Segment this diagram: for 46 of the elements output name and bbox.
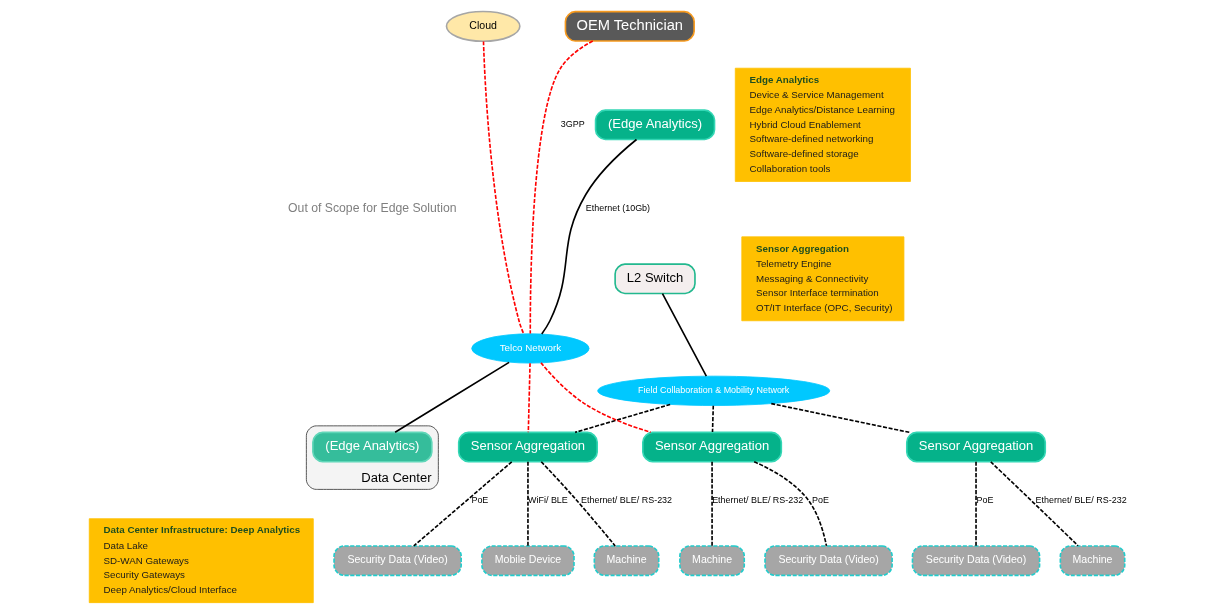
connector (393, 361, 510, 434)
connector (711, 404, 714, 433)
node-box: Security Data (Video) (911, 545, 1040, 577)
node-box: Sensor Aggregation Telemetry Engine Messaging & Connectivity Sensor Interface termination OT/IT Interface (OPC, Security) (740, 236, 904, 322)
node-box: Machine (678, 545, 745, 577)
node-box: (Edge Analytics) (594, 109, 715, 141)
connector (573, 403, 671, 434)
node-box: Mobile Device (480, 545, 575, 577)
node-box: Sensor Aggregation (641, 431, 782, 463)
edge-label: Ethernet/ BLE/ RS-232 (1035, 495, 1127, 506)
node-box: Security Data (Video) (332, 545, 462, 577)
connector (974, 461, 977, 547)
node-box: Edge Analytics Device & Service Management Edge Analytics/Distance Learning Hybrid Cloud Enablement Software-defined networking Software-defined storage Collaboration tools (734, 67, 911, 182)
node-box: Machine (1059, 545, 1125, 577)
connector (539, 362, 651, 434)
connector (539, 460, 616, 547)
connector (989, 461, 1079, 547)
connector (661, 292, 707, 377)
connector (710, 461, 713, 547)
edge-label: 3GPP (560, 119, 585, 130)
connector (482, 40, 524, 335)
node-ellipse: Cloud (445, 10, 521, 43)
node-box: L2 Switch (613, 263, 696, 295)
node-ellipse: Telco Network (470, 333, 589, 364)
node-box: (Edge Analytics) (311, 431, 433, 463)
edge-label: PoE (470, 495, 488, 506)
connector (412, 461, 513, 547)
node-box: Sensor Aggregation (905, 431, 1046, 463)
edge-label: Ethernet/ BLE/ RS-232 (580, 495, 672, 506)
node-box: Machine (593, 545, 660, 577)
edge-label: Ethernet (10Gb) (585, 203, 650, 214)
node-box: OEM Technician (564, 10, 695, 42)
connector (529, 40, 594, 335)
node-box: Sensor Aggregation (457, 431, 598, 463)
connector (769, 402, 910, 434)
node-box: Security Data (Video) (763, 545, 893, 577)
edge-label: Ethernet/ BLE/ RS-232 (711, 495, 803, 506)
connector (526, 461, 529, 547)
edge-label: PoE (976, 495, 993, 506)
connector (540, 138, 637, 335)
label: Out of Scope for Edge Solution (287, 201, 457, 215)
connector (752, 460, 827, 547)
edge-label: PoE (811, 495, 829, 506)
edge-label: WiFi/ BLE (527, 495, 568, 506)
node-ellipse: Field Collaboration & Mobility Network (596, 375, 830, 406)
node-box: Data Center Infrastructure: Deep Analytics Data Lake SD-WAN Gateways Security Gateways Deep Analytics/Cloud Interface (88, 518, 314, 604)
